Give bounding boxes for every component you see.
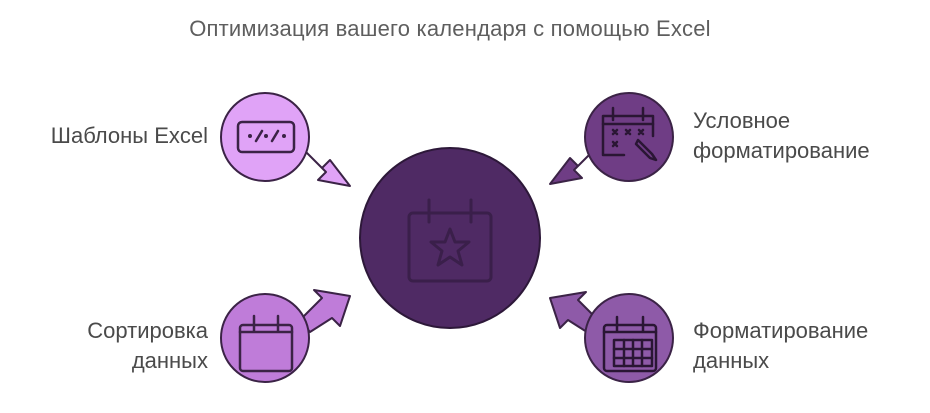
node-data-formatting: [584, 293, 674, 383]
calendar-star-icon: [407, 198, 493, 283]
label-data-sorting: Сортировка данных: [87, 318, 208, 373]
label-excel-templates: Шаблоны Excel: [50, 123, 208, 148]
label-conditional-formatting: Условное форматирование: [693, 108, 870, 163]
label-data-formatting: Форматирование данных: [693, 318, 869, 373]
arrow-top-left: [299, 145, 351, 187]
calendar-grid-icon: [602, 315, 658, 373]
code-card-icon: [236, 120, 296, 154]
calendar-icon: [238, 314, 294, 373]
diagram-title: Оптимизация вашего календаря с помощью E…: [189, 16, 711, 41]
center-node: [359, 147, 541, 329]
arrow-bottom-left: [299, 289, 351, 333]
calendar-edit-icon: [601, 106, 658, 162]
node-data-sorting: [220, 293, 310, 383]
node-conditional-formatting: [584, 92, 674, 182]
